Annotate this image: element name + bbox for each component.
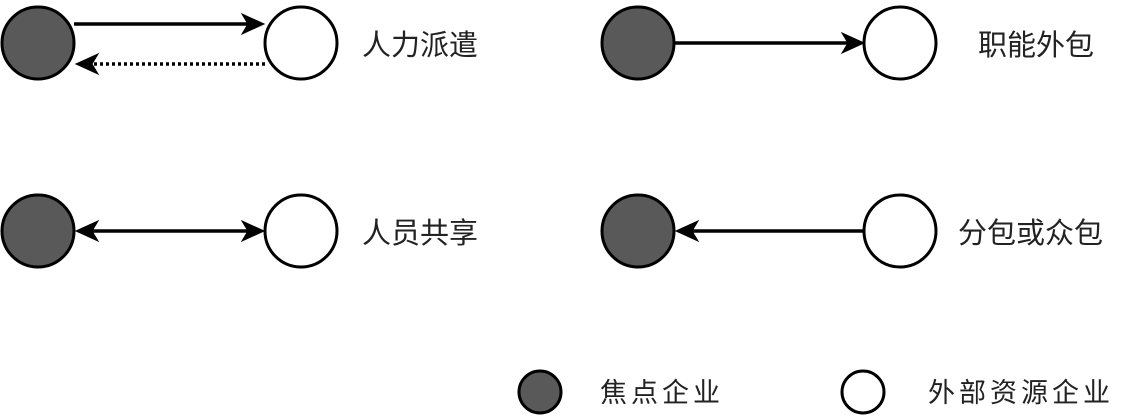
panel-label-staffing: 人力派遣	[362, 28, 478, 62]
panel-crowdsourcing: 分包或众包	[600, 193, 1103, 269]
panel-outsourcing: 职能外包	[600, 5, 1094, 81]
arrowhead-left	[74, 52, 100, 76]
external-enterprise-node	[263, 193, 339, 269]
external-enterprise-node	[862, 5, 938, 81]
legend-external-label: 外部资源企业	[928, 378, 1114, 409]
panel-label-sharing: 人员共享	[362, 216, 478, 250]
arrowhead-right	[240, 12, 266, 36]
panel-label-crowdsourcing: 分包或众包	[958, 216, 1103, 250]
arrowhead-right	[840, 31, 866, 55]
external-enterprise-node	[862, 193, 938, 269]
focal-enterprise-node	[600, 5, 676, 81]
focal-enterprise-node	[0, 193, 76, 269]
focal-enterprise-node	[0, 5, 76, 81]
legend-focal-label: 焦点企业	[600, 378, 724, 409]
arrowhead-left	[674, 219, 700, 243]
panel-label-outsourcing: 职能外包	[978, 28, 1094, 62]
legend-external-swatch	[840, 369, 886, 415]
focal-enterprise-node	[600, 193, 676, 269]
external-enterprise-node	[263, 5, 339, 81]
legend-focal-swatch	[517, 369, 563, 415]
legend: 焦点企业 外部资源企业	[517, 369, 1114, 415]
panel-sharing: 人员共享	[0, 193, 478, 269]
panel-staffing: 人力派遣	[0, 5, 478, 81]
arrowhead-right	[240, 219, 266, 243]
arrowhead-left	[74, 219, 100, 243]
